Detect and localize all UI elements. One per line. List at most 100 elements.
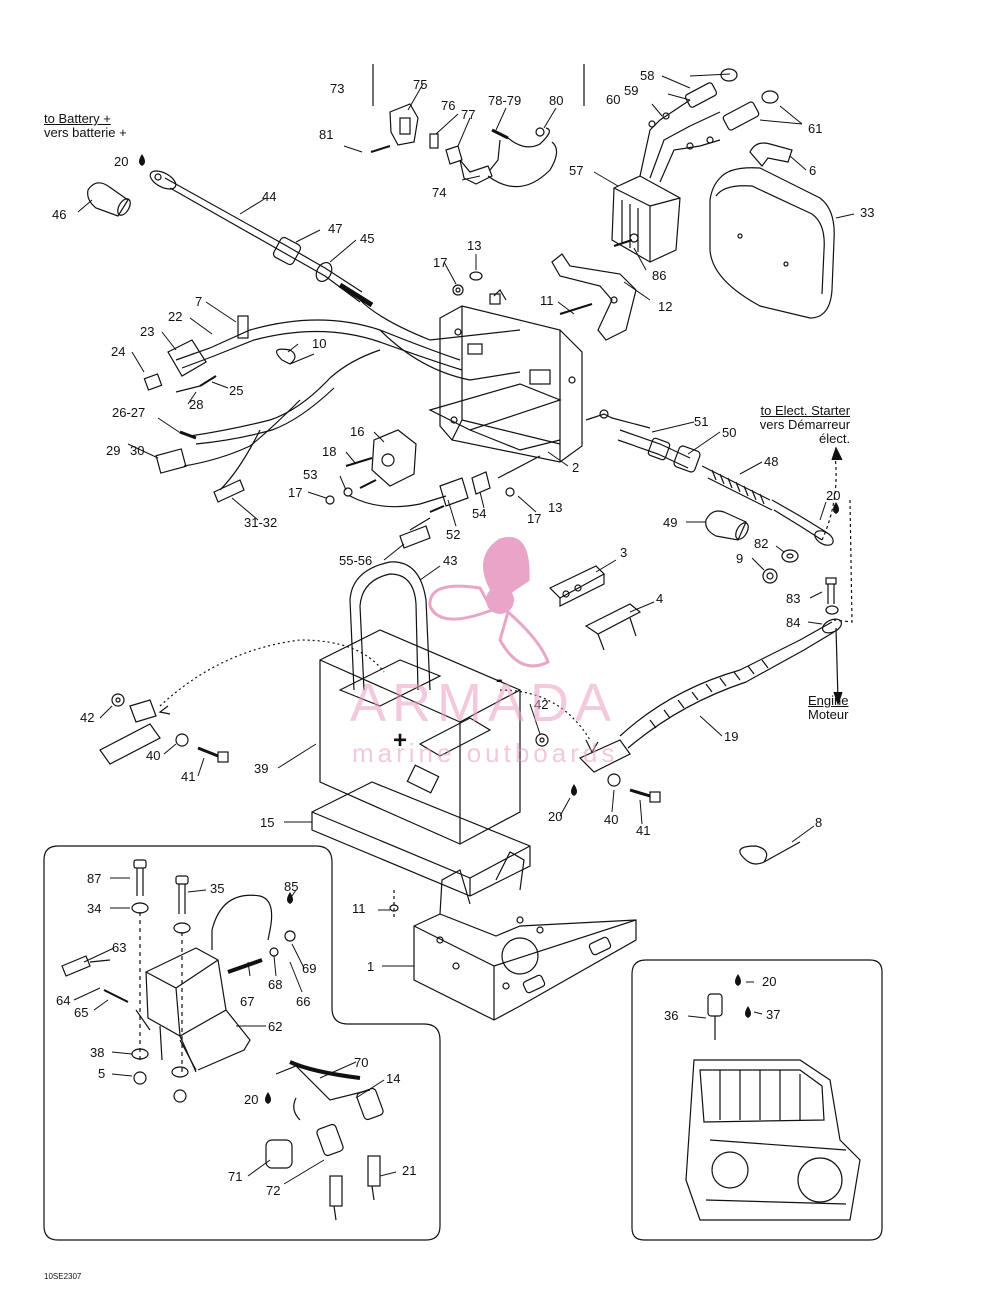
watermark-logo (428, 537, 550, 668)
callout-49: 49 (663, 515, 677, 530)
screw-83-84 (825, 499, 853, 623)
engine-note: Engine Moteur (808, 694, 848, 722)
callout-73: 73 (330, 81, 344, 96)
callout-85: 85 (284, 879, 298, 894)
callout-36: 36 (664, 1008, 678, 1023)
engine-note-en: Engine (808, 693, 849, 708)
starter-note-fr: vers Démarreur (759, 417, 851, 432)
callout-13-top: 13 (467, 238, 481, 253)
droplet-icon (571, 784, 577, 796)
cable-boot (87, 182, 131, 217)
callout-61: 61 (808, 121, 822, 136)
callout-40-left: 40 (146, 748, 160, 763)
positive-battery-cable (149, 170, 374, 308)
callout-55-56: 55-56 (339, 553, 372, 568)
wiring-harness (143, 299, 521, 503)
callout-80: 80 (549, 93, 563, 108)
callout-7: 7 (195, 294, 202, 309)
droplet-icon (735, 974, 741, 986)
battery-strap-43 (349, 561, 431, 691)
leader-lines (73, 73, 855, 1185)
callout-31-32: 31-32 (244, 515, 277, 530)
callout-20-inset: 20 (244, 1092, 258, 1107)
droplet-icon (833, 502, 839, 514)
engine-note-fr: Moteur (808, 707, 849, 722)
callout-18: 18 (322, 444, 336, 459)
callout-17-top: 17 (433, 255, 447, 270)
callout-28: 28 (189, 397, 203, 412)
negative-terminal-sign: - (496, 669, 503, 691)
callout-16: 16 (350, 424, 364, 439)
starter-note: to Elect. Starter vers Démarreur élect. (745, 404, 850, 446)
droplet-icon (745, 1006, 751, 1018)
droplet-icon (265, 1092, 271, 1104)
starter-note-en: to Elect. Starter (760, 403, 851, 418)
callout-46: 46 (52, 207, 66, 222)
callout-15: 15 (260, 815, 274, 830)
callout-17-mid: 17 (288, 485, 302, 500)
callout-63: 63 (112, 940, 126, 955)
callout-20-ground: 20 (548, 809, 562, 824)
callout-64: 64 (56, 993, 70, 1008)
base-bracket-1 (389, 851, 637, 1021)
callout-14: 14 (386, 1071, 400, 1086)
callout-86: 86 (652, 268, 666, 283)
starter-cable (585, 409, 843, 546)
bracket-4 (584, 603, 642, 651)
callout-47: 47 (328, 221, 342, 236)
callout-70: 70 (354, 1055, 368, 1070)
battery-connections (99, 639, 661, 803)
callout-6: 6 (809, 163, 816, 178)
solenoid-16 (325, 429, 417, 505)
callout-74: 74 (432, 185, 446, 200)
callout-42-right: 42 (534, 697, 548, 712)
callout-39: 39 (254, 761, 268, 776)
wires-52-56 (349, 455, 541, 549)
inset-frame-right (631, 959, 883, 1241)
callout-19: 19 (724, 729, 738, 744)
callout-78-79: 78-79 (488, 93, 521, 108)
inset-fasteners (61, 859, 296, 1103)
callout-20-engine: 20 (762, 974, 776, 989)
ignition-coil-62 (135, 894, 273, 1073)
callout-59: 59 (624, 83, 638, 98)
callout-42-left: 42 (80, 710, 94, 725)
callout-60: 60 (606, 92, 620, 107)
cable-tie-8 (739, 841, 801, 865)
battery-note-fr: vers batterie + (44, 125, 127, 140)
callout-10: 10 (312, 336, 326, 351)
callout-65: 65 (74, 1005, 88, 1020)
callout-11-top: 11 (540, 293, 554, 308)
callout-26-27: 26-27 (112, 405, 145, 420)
callout-82: 82 (754, 536, 768, 551)
callout-35: 35 (210, 881, 224, 896)
callout-24: 24 (111, 344, 125, 359)
callout-labels: 73 75 76 77 78-79 80 81 74 58 59 60 61 6… (52, 68, 874, 1198)
callout-1: 1 (367, 959, 374, 974)
callout-69: 69 (302, 961, 316, 976)
callout-77: 77 (461, 107, 475, 122)
spark-plug-wires (265, 1060, 384, 1221)
callout-67: 67 (240, 994, 254, 1009)
electrical-box-2 (428, 289, 583, 463)
battery-note: to Battery + vers batterie + (44, 112, 127, 140)
boot-49 (705, 510, 749, 541)
callout-11-bottom: 11 (352, 901, 366, 916)
callout-41-right: 41 (636, 823, 650, 838)
battery-note-en: to Battery + (44, 111, 111, 126)
nuts-17-13-top (452, 271, 593, 315)
callout-62: 62 (268, 1019, 282, 1034)
callout-75: 75 (413, 77, 427, 92)
callout-41-left: 41 (181, 769, 195, 784)
starter-note-fr-2: élect. (819, 431, 851, 446)
callout-43: 43 (443, 553, 457, 568)
ground-cable-19 (578, 618, 843, 773)
callout-81: 81 (319, 127, 333, 142)
callout-9: 9 (736, 551, 743, 566)
drawing-code: 10SE2307 (44, 1272, 82, 1281)
callout-76: 76 (441, 98, 455, 113)
callout-68: 68 (268, 977, 282, 992)
callout-20-starter: 20 (826, 488, 840, 503)
callout-72: 72 (266, 1183, 280, 1198)
connectors-58-61 (648, 68, 779, 150)
